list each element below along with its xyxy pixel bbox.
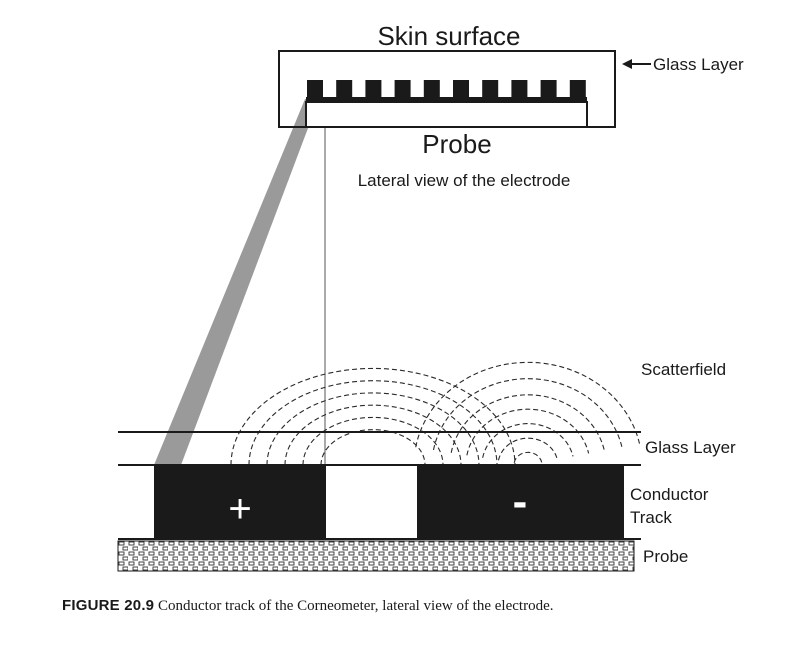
electrode-comb-teeth: [307, 80, 586, 98]
electrode-comb-bar: [306, 97, 587, 103]
scatterfield-label: Scatterfield: [641, 360, 726, 379]
electrode-tooth: [482, 80, 499, 98]
scatterfield-line: [415, 361, 641, 448]
scatterfield-line: [284, 404, 462, 466]
electrode-tooth: [569, 80, 586, 98]
electrode-tooth: [394, 80, 411, 98]
negative-conductor-track: [417, 465, 624, 539]
scatterfield-line: [513, 451, 543, 463]
skin-surface-label: Skin surface: [377, 21, 520, 51]
scatterfield-line: [497, 437, 558, 461]
electrode-tooth: [365, 80, 382, 98]
probe-top-label: Probe: [422, 129, 491, 159]
projection-wedge: [154, 99, 319, 465]
scatterfield-line: [230, 367, 516, 466]
scatterfield-line: [302, 416, 444, 466]
scatterfield-lines-left: [230, 367, 516, 466]
conductor-track-label-line2: Track: [630, 508, 672, 527]
electrode-tooth: [423, 80, 440, 98]
plus-sign: +: [228, 487, 251, 531]
electrode-lateral-view: + - Scatterfield Glass Layer Conductor T…: [117, 360, 736, 572]
probe-top-view: Skin surface Glass Layer Probe Lateral v…: [154, 21, 744, 465]
probe-bottom-label: Probe: [643, 547, 688, 566]
electrode-tooth: [336, 80, 353, 98]
minus-sign: -: [513, 477, 528, 526]
probe-box: [305, 101, 588, 128]
scatterfield-lines-right: [415, 361, 641, 463]
electrode-tooth: [540, 80, 557, 98]
scatterfield-line: [266, 392, 480, 466]
figure-label: FIGURE 20.9: [62, 597, 155, 614]
glass-layer-arrowhead: [622, 59, 632, 69]
conductor-track-label-line1: Conductor: [630, 485, 709, 504]
positive-conductor-track: [154, 465, 326, 539]
figure-caption: FIGURE 20.9 Conductor track of the Corne…: [62, 597, 782, 615]
electrode-tooth: [307, 80, 323, 98]
scatterfield-line: [320, 429, 426, 466]
lateral-view-label: Lateral view of the electrode: [358, 171, 571, 190]
scatterfield-line: [466, 408, 590, 456]
electrode-tooth: [511, 80, 528, 98]
glass-layer-bottom-label: Glass Layer: [645, 438, 736, 457]
probe-base: [117, 540, 635, 572]
caption-text: Conductor track of the Corneometer, late…: [157, 598, 554, 614]
scatterfield-line: [450, 394, 605, 453]
scatterfield-line: [482, 423, 574, 458]
electrode-tooth: [453, 80, 469, 98]
scatterfield-line: [432, 378, 623, 451]
glass-layer-top-label: Glass Layer: [653, 55, 744, 74]
